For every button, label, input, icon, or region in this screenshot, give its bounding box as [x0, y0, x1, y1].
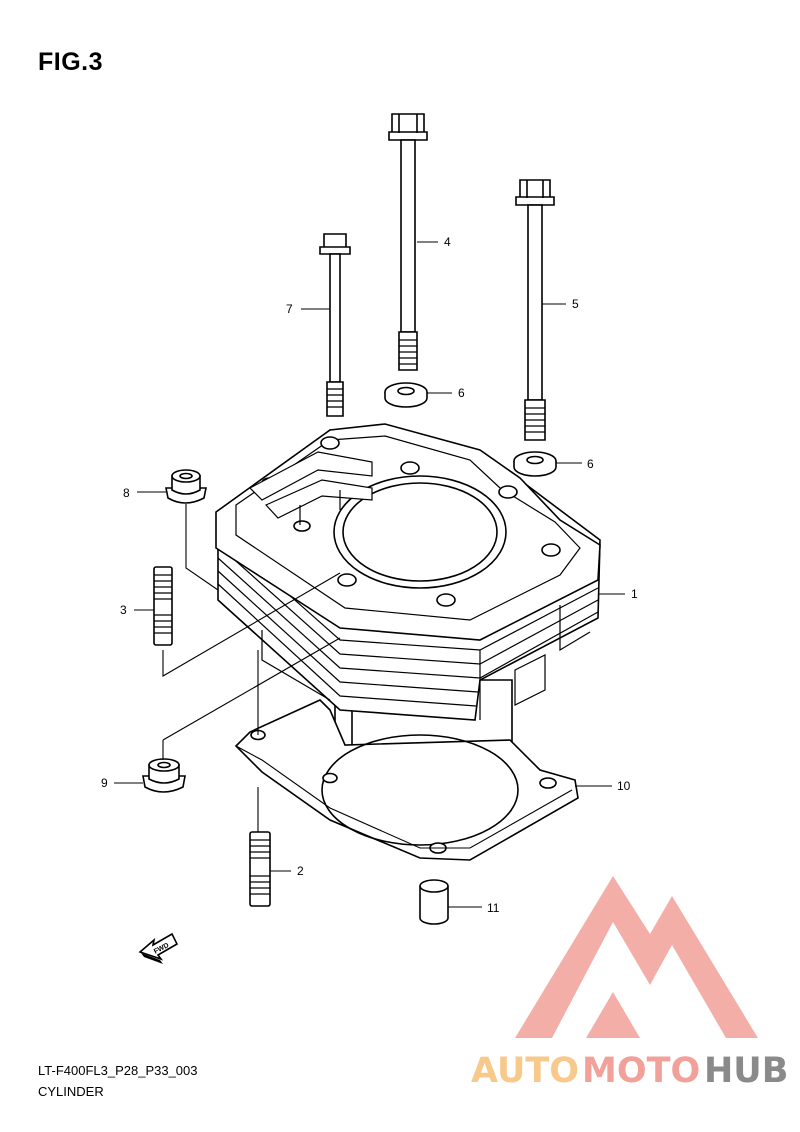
fwd-arrow-icon: FWD	[138, 932, 179, 964]
watermark-logo	[515, 876, 758, 1038]
gasket-10	[234, 699, 579, 861]
watermark-moto: MOTO	[582, 1051, 700, 1091]
callout-10: 10	[617, 779, 631, 793]
cylinder-1	[215, 423, 601, 813]
nut-9	[142, 758, 186, 793]
watermark-auto: AUTO	[471, 1051, 579, 1091]
dowel-pin-11	[419, 879, 449, 925]
callout-6-upper: 6	[458, 386, 465, 400]
washer-6-right	[513, 451, 557, 477]
callout-1: 1	[631, 587, 638, 601]
stud-bolt-2	[249, 831, 271, 907]
nut-8	[165, 469, 207, 504]
watermark-hub: HUB	[704, 1051, 788, 1091]
figure-code: LT-F400FL3_P28_P33_003	[38, 1063, 198, 1078]
figure-title: FIG.3	[38, 48, 104, 76]
bolt-5	[515, 179, 555, 441]
figure-name: CYLINDER	[38, 1084, 104, 1099]
callout-8: 8	[123, 486, 130, 500]
callout-9: 9	[101, 776, 108, 790]
bolt-7	[319, 233, 351, 417]
leader-lines	[114, 241, 625, 908]
stud-bolt-3	[153, 566, 173, 646]
callout-labels: 1 2 3 4 5 6 6 7 8 9 10 11	[101, 235, 638, 915]
callout-3: 3	[120, 603, 127, 617]
callout-7: 7	[286, 302, 293, 316]
bolt-4	[388, 113, 428, 371]
callout-2: 2	[297, 864, 304, 878]
watermark-wordmark: AUTO MOTO HUB	[471, 1051, 788, 1091]
callout-5: 5	[572, 297, 579, 311]
callout-6-lower: 6	[587, 457, 594, 471]
callout-4: 4	[444, 235, 451, 249]
washer-6-left	[384, 382, 428, 408]
callout-11: 11	[487, 901, 500, 915]
